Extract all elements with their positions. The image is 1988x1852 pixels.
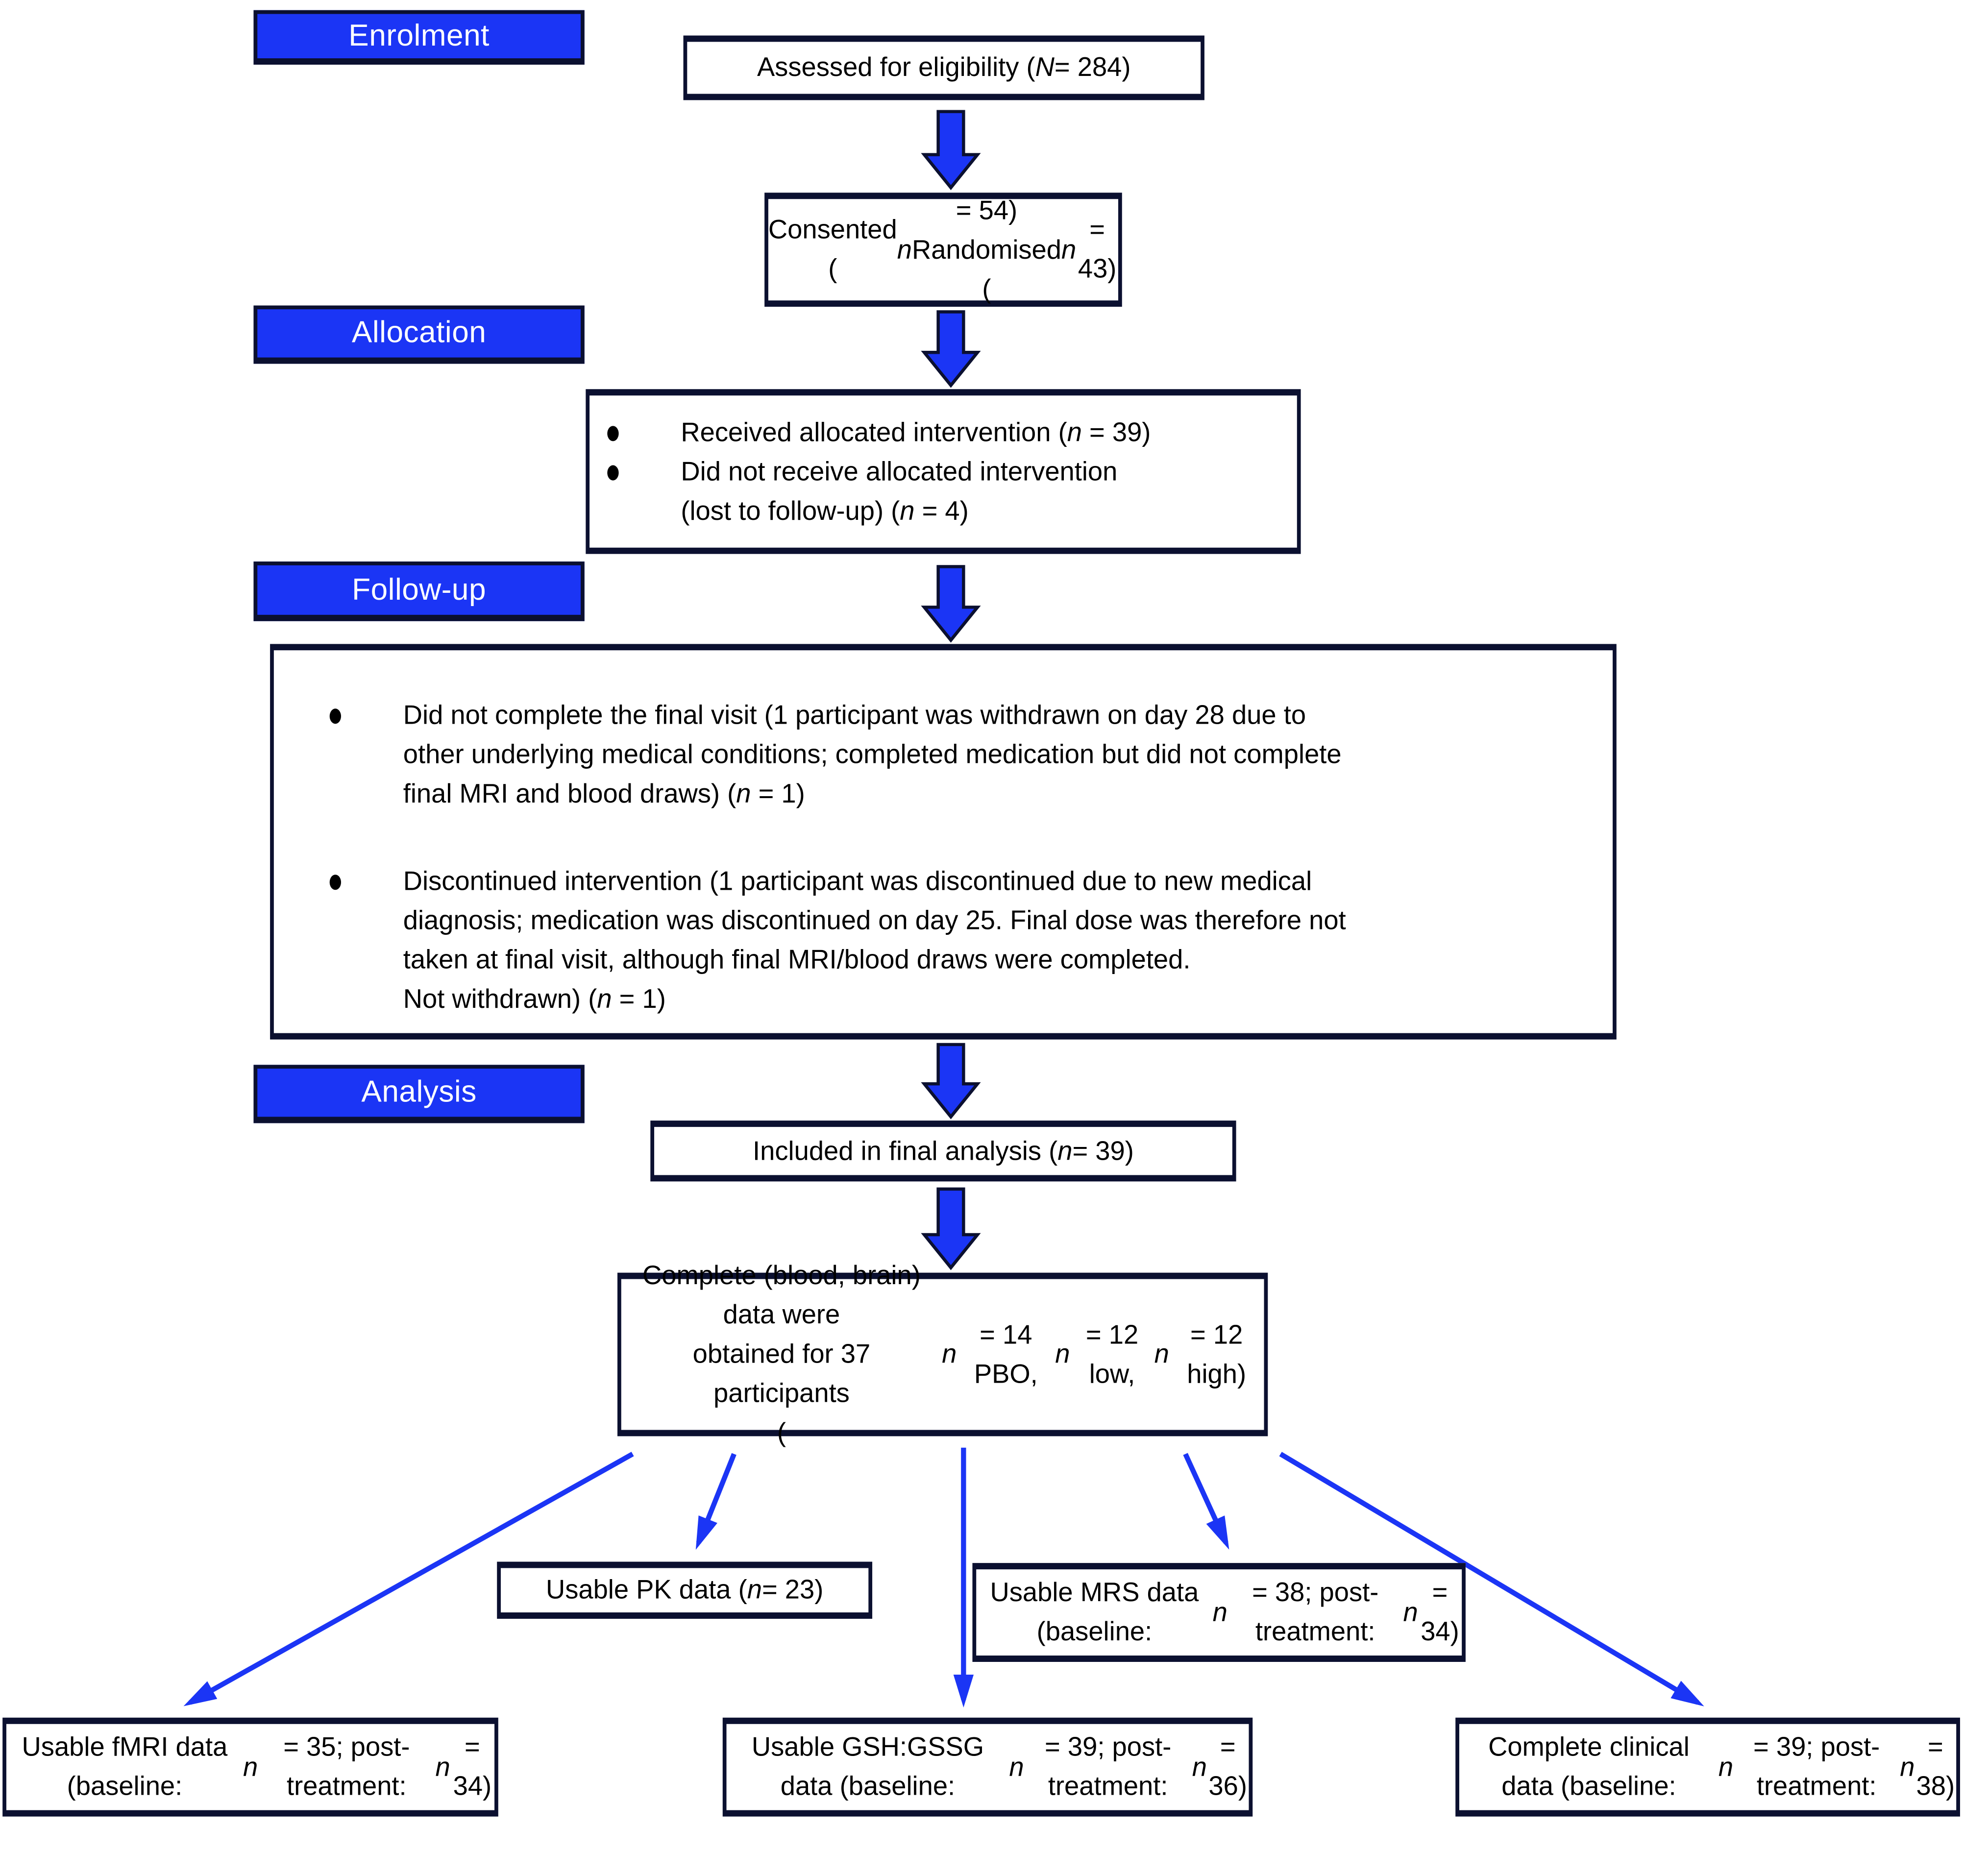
- box-complete-clinical-data: Complete clinical data (baseline: n = 39…: [1455, 1717, 1960, 1817]
- box-included-in-final-analysis: Included in final analysis (n = 39): [650, 1121, 1236, 1182]
- allocation-bullet-not-received: Did not receive allocated intervention (…: [589, 453, 1274, 531]
- arrow-complete-to-mrs-icon: [1183, 1453, 1229, 1550]
- box-assessed-for-eligibility: Assessed for eligibility (N = 284): [683, 35, 1204, 100]
- box-follow-up-outcomes: Did not complete the final visit (1 part…: [270, 644, 1617, 1040]
- box-usable-mrs-data: Usable MRS data (baseline: n = 38; post-…: [972, 1563, 1466, 1662]
- box-allocation-outcomes: Received allocated intervention (n = 39)…: [586, 389, 1301, 554]
- box-usable-gsh-gssg-data: Usable GSH:GSSG data (baseline: n = 39; …: [722, 1717, 1253, 1817]
- box-consented-randomised: Consented (n = 54) Randomised (n = 43): [764, 193, 1122, 307]
- arrow-consented-to-allocation-icon: [921, 310, 981, 388]
- arrow-allocation-to-followup-icon: [921, 565, 981, 643]
- arrow-followup-to-included-icon: [921, 1043, 981, 1120]
- follow-up-bullet-did-not-complete: Did not complete the final visit (1 part…: [274, 696, 1580, 814]
- box-complete-blood-brain-data: Complete (blood, brain) data were obtain…: [617, 1261, 1268, 1448]
- stage-label-analysis: Analysis: [253, 1065, 585, 1123]
- box-usable-pk-data: Usable PK data (n = 23): [497, 1561, 873, 1619]
- arrow-complete-to-pk-icon: [695, 1453, 736, 1550]
- allocation-bullet-received: Received allocated intervention (n = 39): [589, 413, 1274, 452]
- box-usable-fmri-data: Usable fMRI data (baseline: n = 35; post…: [2, 1717, 498, 1817]
- stage-label-enrolment: Enrolment: [253, 10, 585, 65]
- arrow-assessed-to-consented-icon: [921, 110, 981, 191]
- stage-label-allocation: Allocation: [253, 305, 585, 364]
- stage-label-follow-up: Follow-up: [253, 561, 585, 621]
- follow-up-bullet-discontinued: Discontinued intervention (1 participant…: [274, 862, 1580, 1019]
